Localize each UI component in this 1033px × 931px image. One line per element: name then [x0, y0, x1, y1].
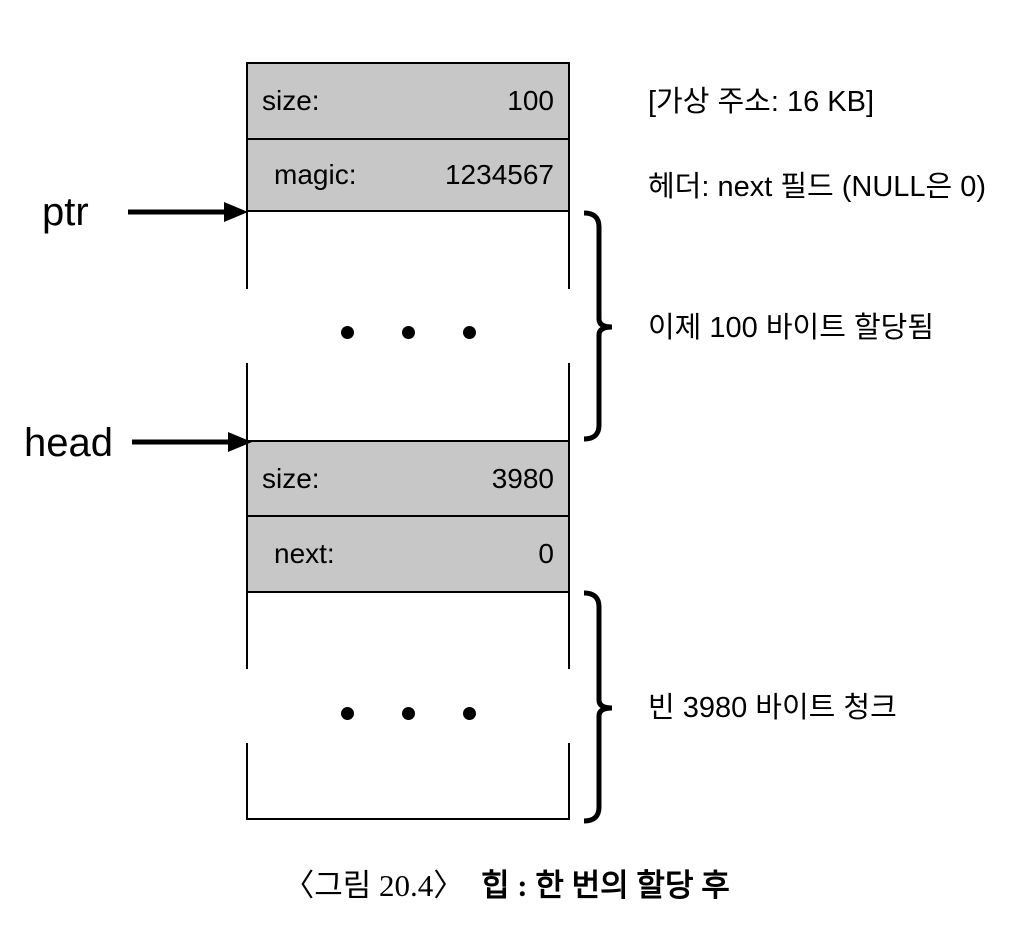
- head-arrow-icon: [132, 432, 252, 452]
- dot-icon: [401, 326, 415, 339]
- size-key: size:: [262, 462, 320, 494]
- figure-title: 힙 : 한 번의 할당 후: [481, 868, 730, 903]
- magic-key: magic:: [274, 159, 357, 190]
- free-brace-icon: [583, 590, 613, 824]
- allocated-region-border-top: [246, 210, 570, 289]
- free-region-border-bottom: [246, 743, 570, 820]
- head-label: head: [24, 421, 113, 465]
- allocated-magic-row: magic: 1234567: [246, 138, 570, 212]
- magic-value: 1234567: [444, 159, 554, 190]
- free-region-border-top: [246, 591, 570, 669]
- free-next-row: next: 0: [246, 515, 570, 593]
- dot-icon: [462, 707, 476, 720]
- figure-number: 〈그림 20.4〉: [283, 868, 465, 903]
- virtual-address-note: [가상 주소: 16 KB]: [648, 86, 875, 118]
- figure-caption: 〈그림 20.4〉 힙 : 한 번의 할당 후: [0, 860, 1013, 905]
- ellipsis-dots: [246, 326, 570, 339]
- free-region: [246, 591, 570, 820]
- allocated-brace-icon: [583, 210, 613, 442]
- next-value: 0: [538, 538, 554, 569]
- ptr-label: ptr: [42, 190, 89, 234]
- free-chunk-note: 빈 3980 바이트 청크: [648, 692, 897, 724]
- free-size-row: size: 3980: [246, 440, 570, 517]
- ptr-arrow-icon: [128, 202, 248, 222]
- dot-icon: [401, 707, 415, 720]
- allocated-size-row: size: 100: [246, 62, 570, 140]
- dot-icon: [462, 326, 476, 339]
- size-key: size:: [262, 85, 320, 116]
- size-value: 100: [507, 85, 554, 116]
- dot-icon: [340, 707, 354, 720]
- allocated-region-border-bottom: [246, 363, 570, 440]
- allocated-region: [246, 210, 570, 440]
- dot-icon: [340, 326, 354, 339]
- size-value: 3980: [491, 462, 554, 494]
- next-key: next:: [274, 538, 335, 569]
- header-field-note: 헤더: next 필드 (NULL은 0): [648, 171, 987, 203]
- ellipsis-dots: [246, 707, 570, 720]
- allocated-bytes-note: 이제 100 바이트 할당됨: [648, 312, 934, 344]
